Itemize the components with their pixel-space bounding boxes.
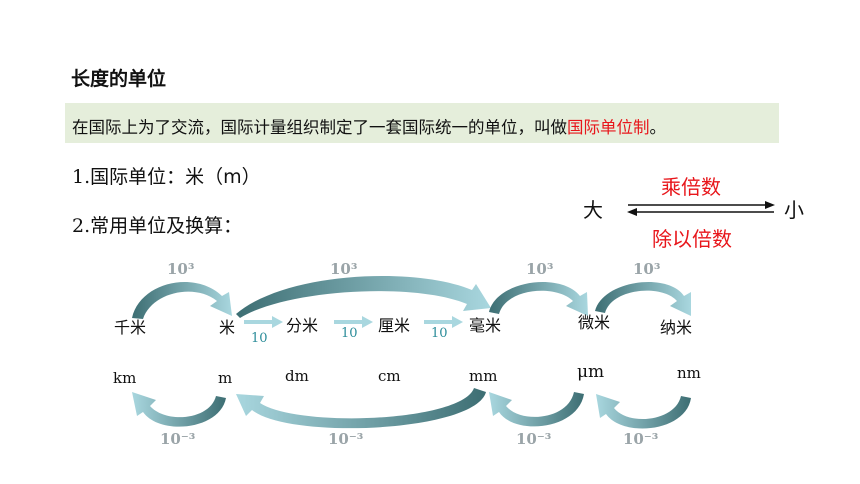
item-si-unit: 1.国际单位：米（m） bbox=[72, 162, 261, 189]
unit-km-cn: 千米 bbox=[114, 318, 147, 337]
legend-big: 大 bbox=[583, 198, 603, 222]
legend-multiply: 乘倍数 bbox=[661, 175, 721, 199]
item1-number: 1. bbox=[72, 166, 91, 188]
definition-text: 在国际上为了交流，国际计量组织制定了一套国际统一的单位，叫做国际单位制。 bbox=[72, 114, 666, 138]
up-factor-3: 10³ bbox=[526, 260, 553, 278]
down-factor-2: 10⁻³ bbox=[328, 430, 363, 448]
down-factor-3: 10⁻³ bbox=[516, 430, 551, 448]
unit-cm-symbol: cm bbox=[378, 367, 401, 385]
bottom-arrows bbox=[132, 388, 691, 429]
definition-prefix: 在国际上为了交流，国际计量组织制定了一套国际统一的单位，叫做 bbox=[72, 118, 567, 137]
top-arrows bbox=[132, 275, 691, 319]
unit-m-cn: 米 bbox=[219, 318, 236, 337]
legend-arrows bbox=[627, 201, 775, 216]
ten-factor-3: 10 bbox=[431, 326, 448, 341]
unit-um-cn: 微米 bbox=[578, 313, 611, 332]
item2-text: 常用单位及换算： bbox=[90, 215, 243, 237]
up-factor-4: 10³ bbox=[633, 260, 660, 278]
down-factor-1: 10⁻³ bbox=[160, 430, 195, 448]
definition-suffix: 。 bbox=[649, 118, 667, 137]
down-factor-4: 10⁻³ bbox=[623, 430, 658, 448]
item2-number: 2. bbox=[72, 215, 91, 237]
definition-highlight: 国际单位制 bbox=[567, 118, 650, 137]
page-title: 长度的单位 bbox=[71, 68, 167, 90]
legend-small: 小 bbox=[784, 198, 804, 222]
ten-factor-1: 10 bbox=[251, 331, 268, 346]
unit-km-symbol: km bbox=[113, 369, 137, 387]
ten-arrows bbox=[244, 316, 463, 328]
unit-dm-cn: 分米 bbox=[286, 316, 319, 335]
legend-divide: 除以倍数 bbox=[652, 227, 732, 251]
unit-nm-cn: 纳米 bbox=[660, 318, 693, 337]
factor-labels: 10³ 10³ 10³ 10³ 10⁻³ 10⁻³ 10⁻³ 10⁻³ bbox=[160, 260, 660, 448]
definition-box bbox=[65, 103, 779, 143]
up-factor-1: 10³ bbox=[167, 260, 194, 278]
item1-text: 国际单位：米（m） bbox=[90, 166, 261, 188]
unit-dm-symbol: dm bbox=[285, 367, 309, 385]
unit-cm-cn: 厘米 bbox=[378, 316, 411, 335]
unit-mm-cn: 毫米 bbox=[469, 316, 502, 335]
unit-nm-symbol: nm bbox=[677, 364, 701, 382]
unit-um-symbol: μm bbox=[577, 362, 605, 382]
item-common-units: 2.常用单位及换算： bbox=[72, 211, 242, 238]
ten-factor-2: 10 bbox=[341, 326, 358, 341]
unit-m-symbol: m bbox=[218, 369, 233, 387]
unit-mm-symbol: mm bbox=[469, 367, 498, 385]
up-factor-2: 10³ bbox=[330, 260, 357, 278]
